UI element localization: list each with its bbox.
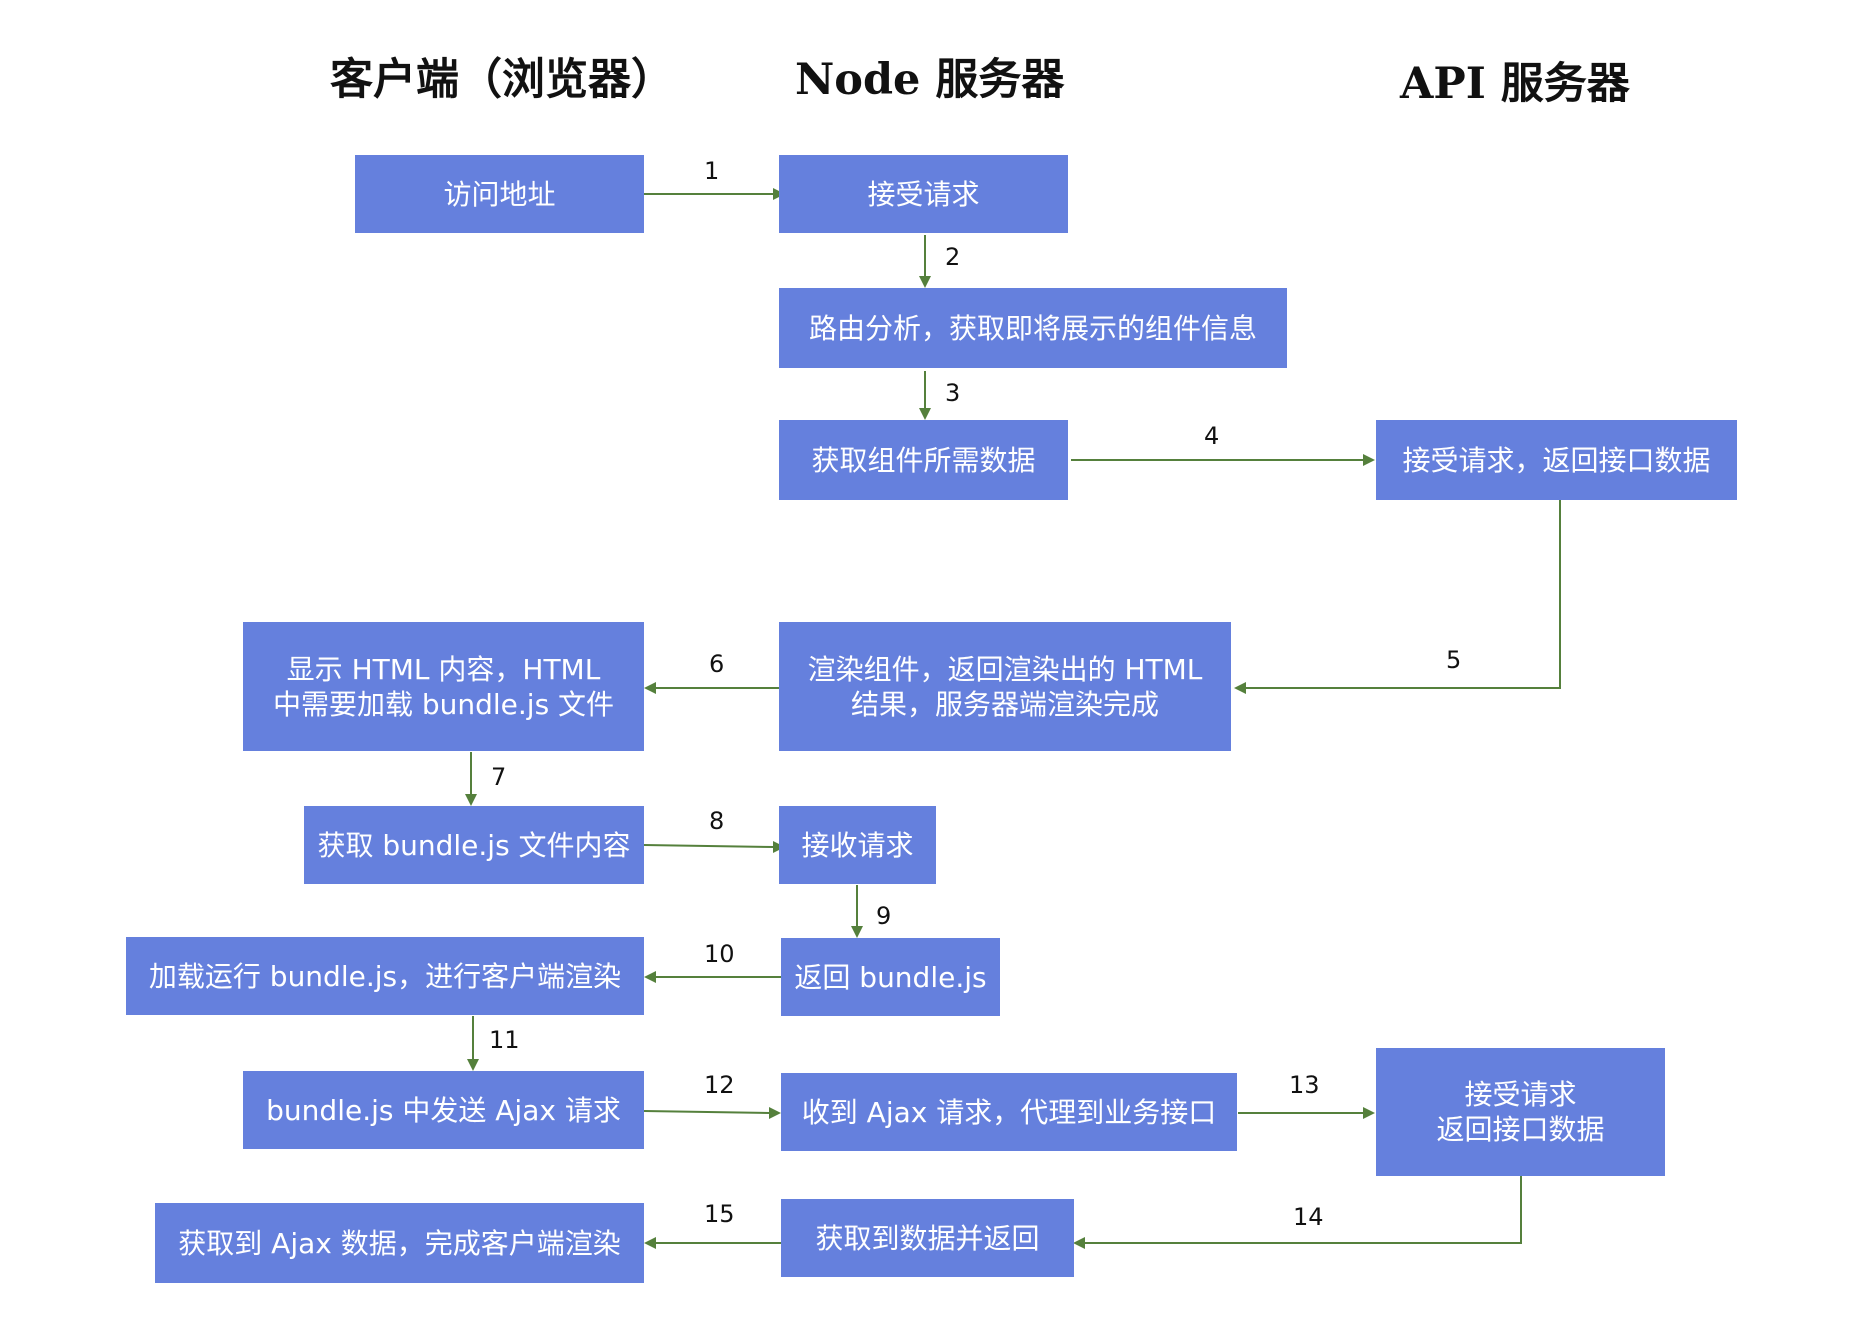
node-route-analysis: 路由分析，获取即将展示的组件信息	[779, 288, 1287, 368]
arrowhead-5	[1234, 682, 1246, 694]
arrowhead-14	[1073, 1237, 1085, 1249]
step-label-12: 12	[704, 1071, 735, 1099]
step-label-11: 11	[489, 1026, 520, 1054]
arrowhead-10	[644, 971, 656, 983]
step-label-13: 13	[1289, 1071, 1320, 1099]
step-label-9: 9	[876, 902, 892, 930]
arrowhead-4	[1363, 454, 1375, 466]
column-header-api: API 服务器	[1400, 59, 1630, 109]
node-client-render-done: 获取到 Ajax 数据，完成客户端渲染	[155, 1203, 644, 1283]
step-label-14: 14	[1293, 1203, 1324, 1231]
node-get-component-data: 获取组件所需数据	[779, 420, 1068, 500]
step-label-5: 5	[1446, 646, 1462, 674]
node-visit-url: 访问地址	[355, 155, 644, 233]
node-proxy-ajax: 收到 Ajax 请求，代理到业务接口	[781, 1073, 1237, 1151]
step-label-10: 10	[704, 940, 735, 968]
column-header-client: 客户端（浏览器）	[330, 55, 674, 105]
connector-12	[643, 1110, 771, 1114]
step-label-2: 2	[945, 243, 961, 271]
step-label-6: 6	[709, 650, 725, 678]
connector-5	[1245, 500, 1561, 689]
step-label-1: 1	[704, 157, 720, 185]
node-accept-request: 接受请求	[779, 155, 1068, 233]
connector-14	[1084, 1175, 1522, 1244]
node-render-component: 渲染组件，返回渲染出的 HTML 结果，服务器端渲染完成	[779, 622, 1231, 751]
arrowhead-3	[919, 408, 931, 420]
arrowhead-11	[467, 1059, 479, 1071]
node-send-ajax: bundle.js 中发送 Ajax 请求	[243, 1071, 644, 1149]
connector-8	[643, 844, 775, 848]
step-label-4: 4	[1204, 422, 1220, 450]
arrowhead-15	[644, 1237, 656, 1249]
node-run-bundle: 加载运行 bundle.js，进行客户端渲染	[126, 937, 644, 1015]
arrowhead-7	[465, 794, 477, 806]
step-label-8: 8	[709, 807, 725, 835]
node-receive-request: 接收请求	[779, 806, 936, 884]
step-label-7: 7	[491, 763, 507, 791]
node-return-bundle: 返回 bundle.js	[781, 938, 1000, 1016]
node-fetch-bundle: 获取 bundle.js 文件内容	[304, 806, 644, 884]
arrowhead-6	[644, 682, 656, 694]
node-api-accept-return: 接受请求，返回接口数据	[1376, 420, 1737, 500]
column-header-node: Node 服务器	[795, 55, 1065, 105]
arrowhead-12	[769, 1107, 781, 1119]
node-show-html: 显示 HTML 内容，HTML 中需要加载 bundle.js 文件	[243, 622, 644, 751]
arrowhead-13	[1363, 1107, 1375, 1119]
arrowhead-9	[851, 926, 863, 938]
arrowhead-2	[919, 276, 931, 288]
step-label-3: 3	[945, 379, 961, 407]
node-api-accept-return-2: 接受请求 返回接口数据	[1376, 1048, 1665, 1176]
node-get-data-return: 获取到数据并返回	[781, 1199, 1074, 1277]
step-label-15: 15	[704, 1200, 735, 1228]
